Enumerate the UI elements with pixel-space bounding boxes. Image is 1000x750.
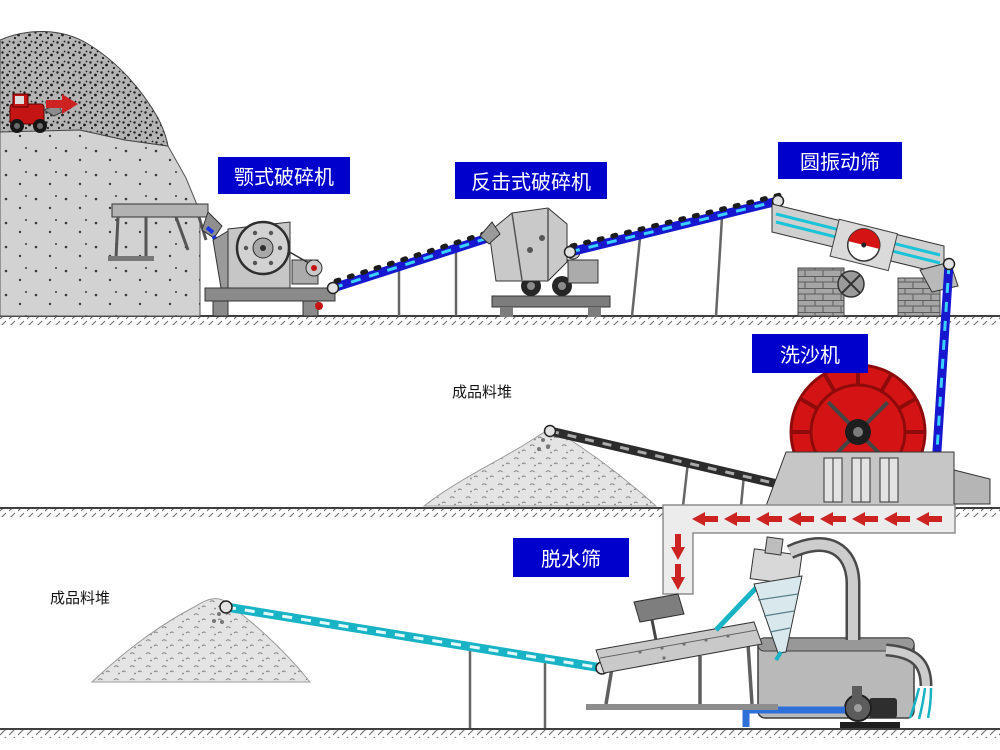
conveyor-5-graphic: [212, 600, 609, 728]
overflow-pipe-graphic: [786, 537, 861, 640]
label-sand-washer: 洗沙机: [752, 334, 868, 373]
label-stockpile-bottom: 成品料堆: [50, 590, 111, 607]
stockpile-bottom-graphic: [90, 598, 312, 683]
label-dewatering-screen: 脱水筛: [513, 538, 629, 577]
label-jaw-crusher: 颚式破碎机: [218, 157, 350, 194]
ground-line-upper: [0, 315, 1000, 325]
label-vibrating-screen: 圆振动筛: [778, 142, 902, 179]
label-impact-crusher: 反击式破碎机: [455, 162, 607, 199]
pump-graphic: [840, 686, 900, 728]
return-pipe-graphic: [662, 504, 956, 595]
ground-line-lower: [0, 728, 1000, 738]
stockpile-top-graphic: [422, 429, 658, 507]
loader-arrow-icon: [46, 94, 78, 114]
vibrating-screen-graphic: [771, 203, 959, 317]
impact-crusher-graphic: [479, 207, 611, 317]
conveyor-1-graphic: [326, 226, 504, 316]
jaw-crusher-graphic: [204, 220, 336, 317]
drain-pipe-graphic: [885, 643, 933, 720]
sand-washer-graphic: [765, 363, 991, 507]
wheel-loader-icon: [9, 93, 63, 133]
dewatering-screen-graphic: [586, 593, 778, 710]
vibrating-feeder-graphic: [108, 203, 227, 261]
quarry-graphic: [0, 31, 201, 317]
conveyor-2-graphic: [563, 192, 785, 317]
label-stockpile-top: 成品料堆: [452, 384, 513, 401]
cyclone-graphic: [714, 536, 803, 662]
